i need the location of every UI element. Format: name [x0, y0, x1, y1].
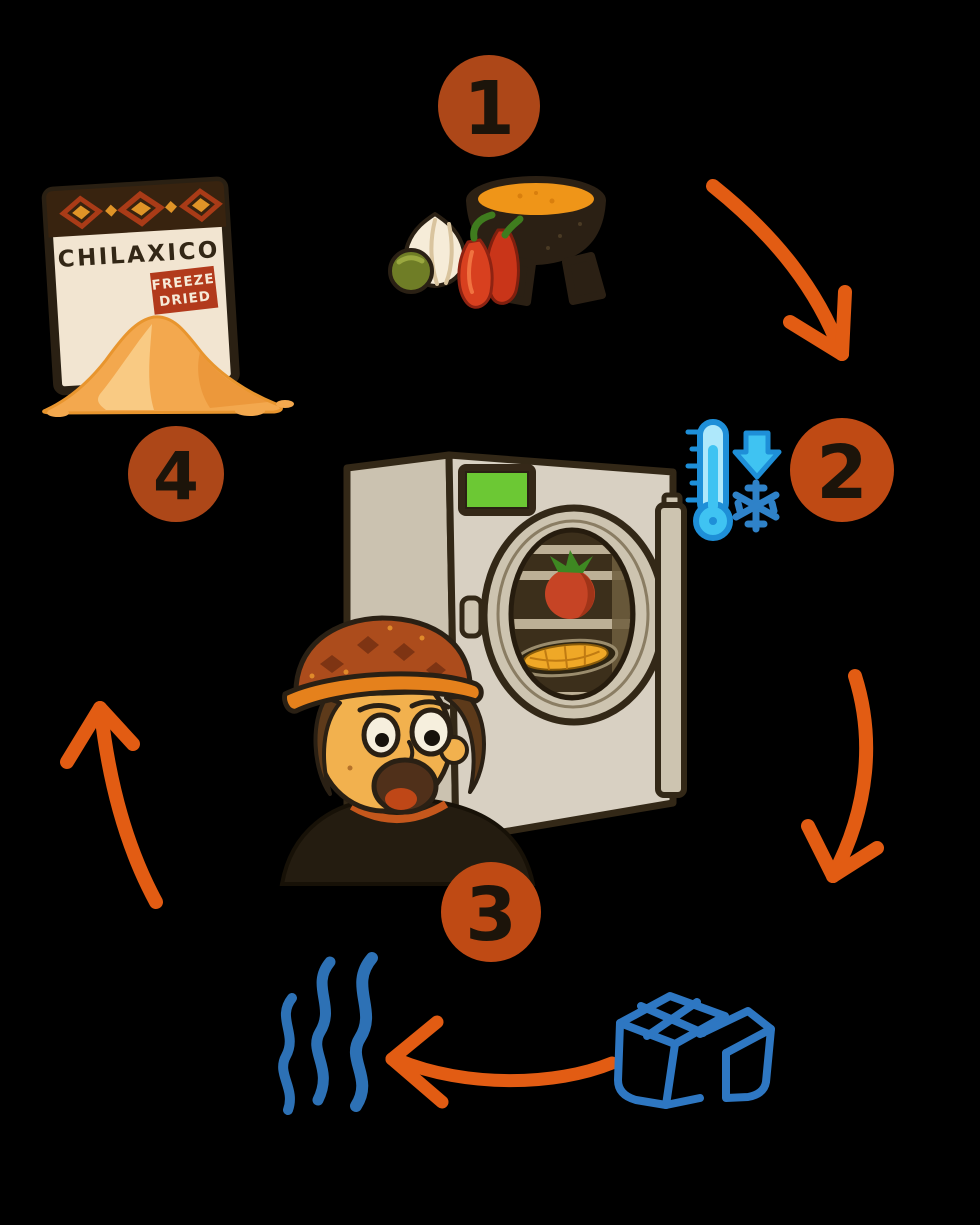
step-1-badge: 1: [438, 55, 540, 157]
chili-peppers: [457, 211, 524, 309]
person-freckle: [347, 765, 353, 771]
door-hinge-bar: [655, 492, 687, 798]
ice-cubes-icon: [614, 992, 775, 1109]
arrow-step2-to-step3: [801, 669, 884, 883]
door-handle: [459, 595, 484, 639]
person-hair-right: [444, 694, 486, 794]
thermometer-freezing-icon: [685, 419, 782, 541]
arrow-step1-to-step2: [706, 179, 852, 361]
step-2-badge: 2: [790, 418, 894, 522]
step-3-number: 3: [465, 872, 517, 958]
cap-brim: [282, 671, 484, 714]
snowflake-icon: [732, 479, 780, 533]
machine-screen: [458, 464, 536, 516]
freeze-dried-badge: FREEZE DRIED: [149, 265, 219, 315]
bag-aztec-pattern: [59, 188, 223, 230]
arrow-ice-to-steam: [385, 1015, 619, 1109]
molcajete-salsa-with-ingredients-icon: [388, 176, 606, 309]
tomato: [545, 550, 595, 619]
step-4-badge: 4: [128, 426, 224, 522]
powder-pile: [42, 315, 294, 417]
person-collar: [349, 800, 449, 823]
arrow-down-icon: [732, 430, 782, 480]
step-4-number: 4: [153, 439, 199, 516]
step-2-number: 2: [816, 430, 868, 516]
thermometer-icon: [685, 419, 733, 541]
person-eyes: [357, 699, 453, 758]
person-hair-left: [313, 696, 342, 796]
step-3-badge: 3: [441, 862, 541, 962]
freeze-dried-powder-bag-icon: CHILAXICO FREEZE DRIED: [41, 176, 294, 417]
badge-line-1: FREEZE: [151, 271, 215, 294]
step-1-number: 1: [463, 66, 515, 152]
steam-waves-icon: [278, 952, 378, 1115]
tomatillo: [388, 248, 434, 294]
surprised-person: [279, 615, 536, 886]
arrow-step3-to-step4: [60, 701, 163, 909]
person-mouth: [371, 757, 439, 815]
badge-line-2: DRIED: [158, 288, 212, 310]
person-cap: [282, 615, 484, 714]
